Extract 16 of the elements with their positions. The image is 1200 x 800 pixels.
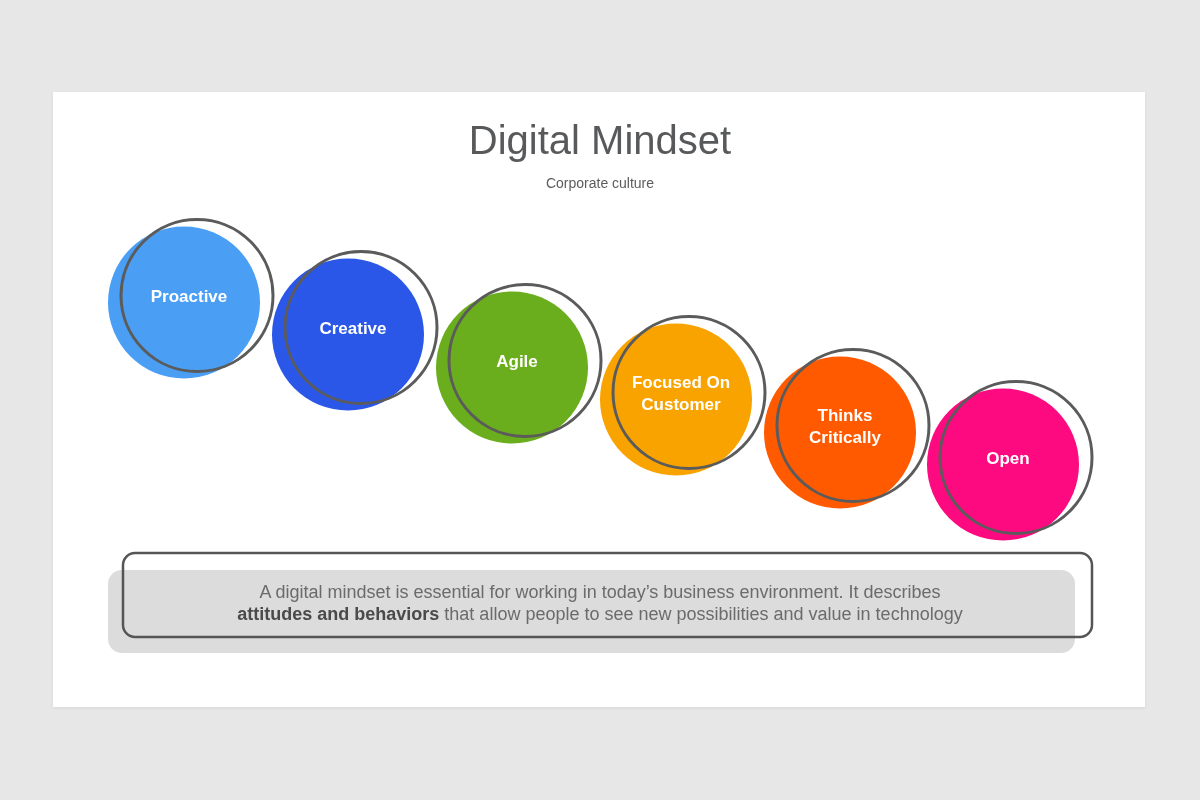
step-circle: [764, 347, 931, 508]
step-circle: [600, 314, 767, 475]
step-label: Thinks Critically: [808, 405, 882, 449]
step-label: Proactive: [149, 286, 229, 308]
step-circle: [108, 217, 275, 378]
step-circle: [927, 379, 1094, 540]
step-label: Open: [985, 448, 1031, 470]
step-circle: [272, 249, 439, 410]
description-text: A digital mindset is essential for working in today’s business environment. It describes attitudes and behaviors that allow people to see new possibilities and value in technology: [236, 581, 964, 625]
subtitle: Corporate culture: [545, 174, 655, 192]
step-circle: [436, 282, 603, 443]
step-label: Focused On Customer: [630, 372, 732, 416]
step-label: Creative: [318, 318, 388, 340]
step-label: Agile: [495, 351, 539, 373]
description-panel: [106, 551, 1094, 654]
diagram-title: Digital Mindset: [468, 117, 732, 163]
